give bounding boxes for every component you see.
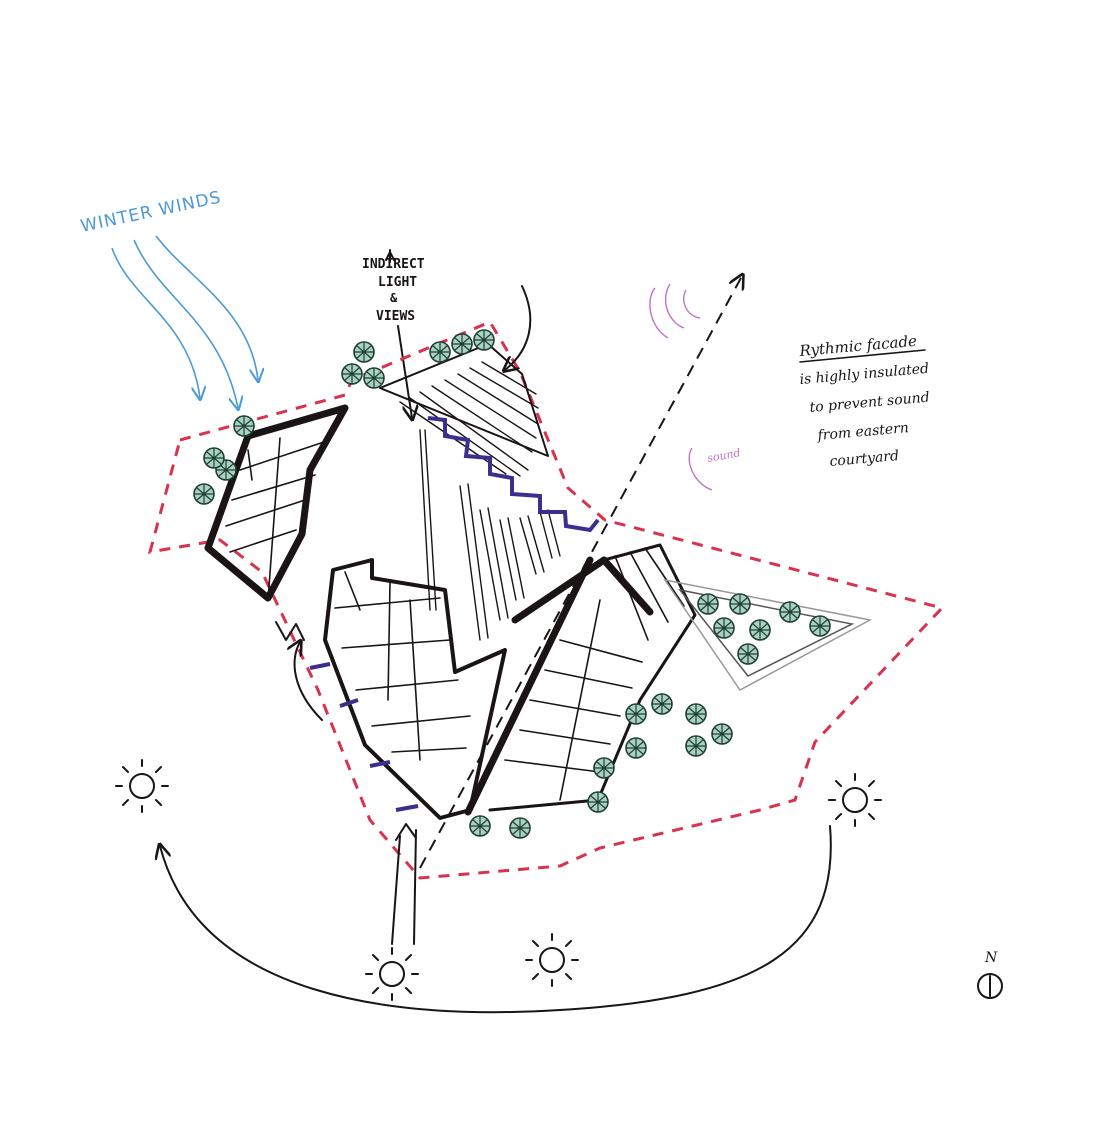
rythmic-facade-note: Rythmic facade is highly insulated to pr… bbox=[798, 332, 930, 470]
west-entry-arrow bbox=[295, 642, 323, 721]
sound-label: sound bbox=[706, 446, 741, 465]
svg-text:to prevent sound: to prevent sound bbox=[809, 390, 930, 416]
wind-arrow-icon bbox=[111, 235, 258, 408]
stepped-stair bbox=[427, 416, 600, 533]
facade-pointer-arrow bbox=[505, 285, 532, 370]
svg-text:from eastern: from eastern bbox=[816, 420, 910, 444]
entrance-arrow bbox=[391, 829, 417, 945]
sun-path-arc bbox=[160, 825, 832, 1014]
skylight-strips bbox=[419, 429, 561, 641]
north-arrow-icon: N bbox=[977, 950, 1003, 999]
svg-text:LIGHT: LIGHT bbox=[378, 275, 417, 290]
eastern-courtyard bbox=[663, 578, 873, 691]
west-building bbox=[204, 404, 349, 602]
indirect-light-views-label: INDIRECT LIGHT & VIEWS bbox=[362, 257, 425, 324]
east-building bbox=[464, 543, 697, 816]
winter-winds-label: WINTER WINDS bbox=[79, 188, 223, 237]
sun-icon bbox=[115, 759, 169, 813]
courtyard-trees bbox=[697, 593, 831, 665]
svg-text:is highly insulated: is highly insulated bbox=[799, 361, 930, 388]
svg-text:N: N bbox=[984, 950, 998, 966]
svg-text:VIEWS: VIEWS bbox=[376, 309, 415, 324]
sun-icon bbox=[525, 933, 579, 987]
sound-wave-icon bbox=[649, 283, 713, 491]
site-boundary bbox=[147, 320, 945, 880]
north-trees bbox=[341, 329, 495, 389]
svg-text:courtyard: courtyard bbox=[829, 448, 900, 470]
sun-icon bbox=[365, 947, 419, 1001]
central-building bbox=[323, 558, 507, 820]
axis-line bbox=[419, 276, 742, 869]
west-stair-steps bbox=[309, 662, 419, 812]
svg-text:&: & bbox=[390, 291, 398, 305]
sun-icon bbox=[828, 773, 882, 827]
svg-text:INDIRECT: INDIRECT bbox=[362, 257, 425, 272]
south-east-trees bbox=[469, 693, 733, 839]
